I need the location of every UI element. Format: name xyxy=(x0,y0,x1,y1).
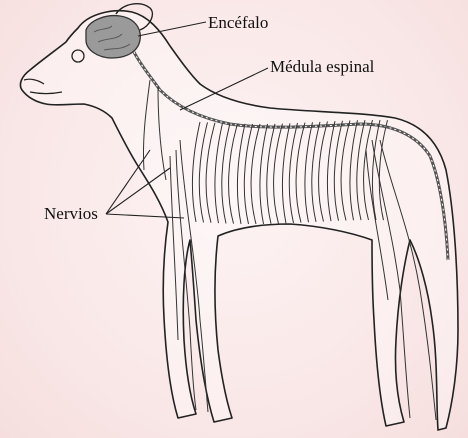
label-brain: Encéfalo xyxy=(208,14,268,31)
label-nerves: Nervios xyxy=(44,205,98,222)
label-spinal-cord: Médula espinal xyxy=(270,58,374,75)
brain xyxy=(86,16,140,58)
